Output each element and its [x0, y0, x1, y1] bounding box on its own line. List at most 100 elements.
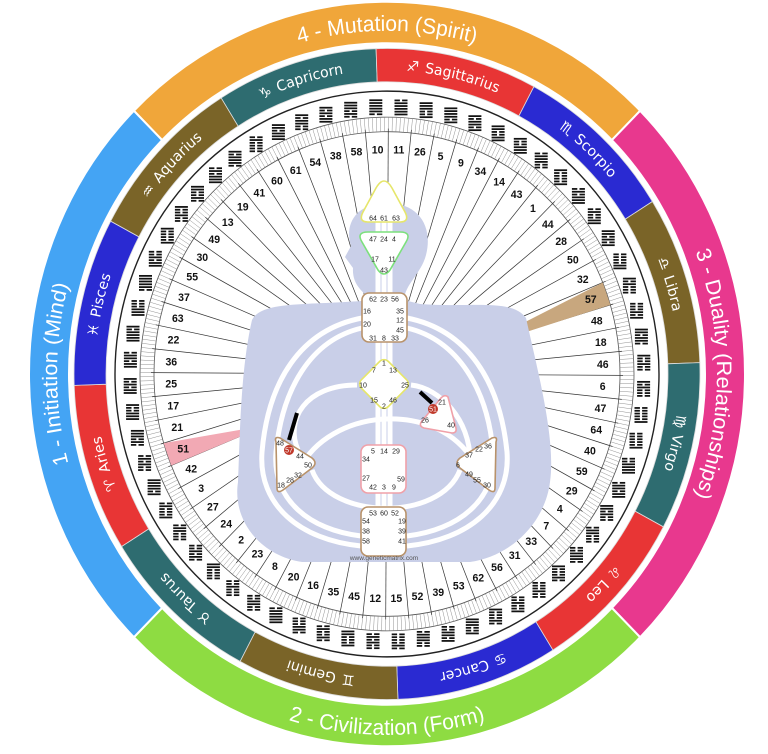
gate-label[interactable]: 63 — [172, 313, 184, 325]
center-gate-44[interactable]: 44 — [296, 453, 304, 460]
center-gate-5[interactable]: 5 — [371, 448, 375, 455]
gate-label[interactable]: 5 — [438, 151, 444, 163]
gate-label[interactable]: 29 — [566, 485, 578, 497]
center-gate-45[interactable]: 45 — [396, 327, 404, 334]
center-gate-27[interactable]: 27 — [362, 475, 370, 482]
gate-label[interactable]: 1 — [530, 203, 536, 215]
gate-label[interactable]: 53 — [453, 581, 465, 593]
gate-label[interactable]: 45 — [348, 591, 360, 603]
gate-label[interactable]: 13 — [222, 217, 234, 229]
gate-label[interactable]: 32 — [577, 274, 589, 286]
gate-label[interactable]: 50 — [567, 254, 579, 266]
center-gate-49[interactable]: 49 — [465, 471, 473, 478]
center-gate-9[interactable]: 9 — [392, 484, 396, 491]
center-gate-15[interactable]: 15 — [370, 397, 378, 404]
center-gate-18[interactable]: 18 — [277, 482, 285, 489]
gate-label[interactable]: 24 — [220, 519, 232, 531]
center-gate-46[interactable]: 46 — [389, 397, 397, 404]
gate-label[interactable]: 62 — [472, 572, 484, 584]
gate-label[interactable]: 54 — [309, 157, 321, 169]
gate-label[interactable]: 6 — [600, 381, 606, 393]
gate-label[interactable]: 27 — [207, 501, 219, 513]
center-gate-64[interactable]: 64 — [369, 215, 377, 222]
center-gate-55[interactable]: 55 — [473, 477, 481, 484]
gate-label[interactable]: 23 — [252, 548, 264, 560]
center-gate-42[interactable]: 42 — [369, 484, 377, 491]
gate-label[interactable]: 49 — [208, 234, 220, 246]
center-gate-57[interactable]: 57 — [285, 447, 293, 454]
center-gate-31[interactable]: 31 — [369, 335, 377, 342]
center-gate-13[interactable]: 13 — [389, 367, 397, 374]
gate-label[interactable]: 43 — [511, 189, 523, 201]
center-gate-28[interactable]: 28 — [286, 477, 294, 484]
gate-label[interactable]: 47 — [595, 403, 607, 415]
center-gate-3[interactable]: 3 — [382, 484, 386, 491]
center-gate-63[interactable]: 63 — [392, 215, 400, 222]
gate-label[interactable]: 58 — [351, 146, 363, 158]
center-gate-6[interactable]: 6 — [456, 462, 460, 469]
gate-label[interactable]: 28 — [555, 236, 567, 248]
gate-label[interactable]: 52 — [412, 591, 424, 603]
center-gate-43[interactable]: 43 — [380, 267, 388, 274]
gate-label[interactable]: 11 — [393, 144, 404, 156]
center-gate-30[interactable]: 30 — [483, 482, 491, 489]
gate-label[interactable]: 40 — [584, 445, 596, 457]
gate-label[interactable]: 56 — [491, 562, 503, 574]
gate-label[interactable]: 60 — [271, 175, 283, 187]
gate-label[interactable]: 46 — [597, 359, 609, 371]
gate-label[interactable]: 16 — [307, 580, 319, 592]
center-gate-8[interactable]: 8 — [382, 335, 386, 342]
gate-label[interactable]: 37 — [178, 292, 190, 304]
center-gate-23[interactable]: 23 — [380, 296, 388, 303]
center-gate-7[interactable]: 7 — [372, 367, 376, 374]
gate-label[interactable]: 3 — [198, 483, 204, 495]
center-gate-21[interactable]: 21 — [438, 399, 446, 406]
website-link[interactable]: www.geneticmatrix.com — [349, 555, 418, 562]
center-gate-34[interactable]: 34 — [362, 456, 370, 463]
gate-label[interactable]: 30 — [196, 252, 208, 264]
center-gate-59[interactable]: 59 — [397, 476, 405, 483]
gate-label[interactable]: 22 — [168, 334, 180, 346]
gate-label[interactable]: 2 — [238, 534, 244, 546]
gate-label[interactable]: 19 — [237, 201, 249, 213]
gate-label[interactable]: 33 — [525, 536, 537, 548]
gate-label[interactable]: 26 — [414, 147, 426, 159]
center-gate-37[interactable]: 37 — [465, 452, 473, 459]
center-gate-36[interactable]: 36 — [484, 443, 492, 450]
center-gate-29[interactable]: 29 — [392, 448, 400, 455]
center-gate-41[interactable]: 41 — [398, 538, 406, 545]
gate-label[interactable]: 48 — [591, 315, 603, 327]
gate-label[interactable]: 20 — [288, 571, 300, 583]
gate-label[interactable]: 7 — [543, 520, 549, 532]
center-gate-50[interactable]: 50 — [304, 462, 312, 469]
center-gate-17[interactable]: 17 — [371, 256, 379, 263]
gate-label[interactable]: 18 — [595, 337, 607, 349]
gate-label[interactable]: 44 — [542, 219, 554, 231]
center-gate-22[interactable]: 22 — [475, 446, 483, 453]
gate-label[interactable]: 64 — [590, 424, 602, 436]
gate-label[interactable]: 34 — [475, 166, 487, 178]
center-gate-16[interactable]: 16 — [363, 308, 371, 315]
center-gate-40[interactable]: 40 — [447, 422, 455, 429]
gate-label[interactable]: 9 — [458, 157, 464, 169]
center-gate-25[interactable]: 25 — [401, 382, 409, 389]
center-gate-51[interactable]: 51 — [429, 406, 437, 413]
center-gate-58[interactable]: 58 — [362, 538, 370, 545]
gate-label[interactable]: 55 — [186, 271, 198, 283]
center-gate-32[interactable]: 32 — [294, 472, 302, 479]
center-gate-53[interactable]: 53 — [369, 510, 377, 517]
gate-label[interactable]: 25 — [165, 378, 177, 390]
center-gate-14[interactable]: 14 — [380, 448, 388, 455]
gate-label[interactable]: 36 — [165, 356, 177, 368]
gate-label[interactable]: 41 — [253, 187, 265, 199]
center-gate-35[interactable]: 35 — [396, 308, 404, 315]
center-gate-2[interactable]: 2 — [382, 403, 386, 410]
center-gate-10[interactable]: 10 — [359, 382, 367, 389]
gate-label[interactable]: 31 — [509, 550, 521, 562]
center-gate-1[interactable]: 1 — [382, 360, 386, 367]
center-gate-12[interactable]: 12 — [396, 317, 404, 324]
center-gate-52[interactable]: 52 — [391, 510, 399, 517]
gate-label[interactable]: 17 — [167, 400, 179, 412]
center-gate-54[interactable]: 54 — [362, 518, 370, 525]
center-gate-19[interactable]: 19 — [398, 518, 406, 525]
